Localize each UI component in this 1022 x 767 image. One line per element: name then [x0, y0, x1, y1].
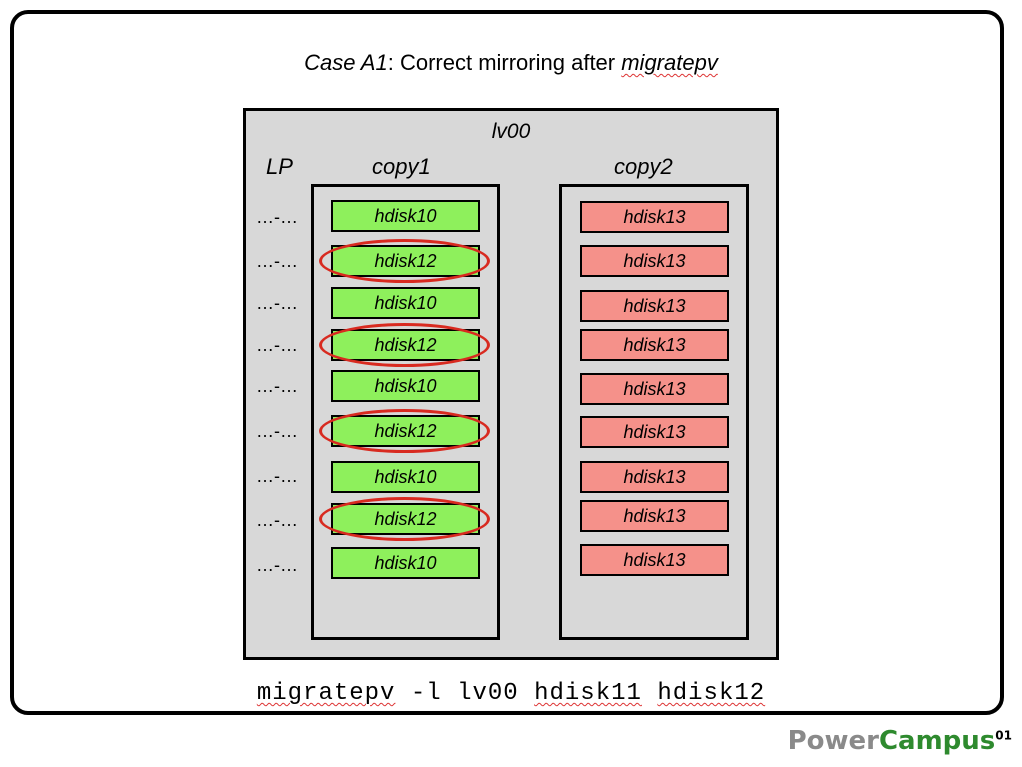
title-case: Case A1	[304, 50, 388, 75]
lv-name: lv00	[491, 120, 531, 143]
lp-header: LP	[266, 154, 293, 179]
lp-range: …-…	[256, 466, 298, 486]
command-source-disk: hdisk11	[534, 680, 642, 707]
copy2-partition: hdisk13	[580, 201, 729, 233]
copy1-header: copy1	[372, 154, 431, 179]
copy1-partition: hdisk10	[331, 461, 480, 493]
lp-range: …-…	[256, 555, 298, 575]
command-name: migratepv	[256, 680, 396, 707]
lp-range: …-…	[256, 207, 298, 227]
copy1-partition: hdisk10	[331, 547, 480, 579]
command-line: migratepv -l lv00 hdisk11 hdisk12	[0, 680, 1022, 707]
highlight-ellipse	[319, 239, 490, 283]
lp-range: …-…	[256, 510, 298, 530]
copy2-box	[559, 184, 749, 640]
copy1-partition: hdisk10	[331, 200, 480, 232]
lp-range: …-…	[256, 335, 298, 355]
powercampus-logo: PowerCampus01	[787, 726, 1012, 756]
title-text: : Correct mirroring after	[387, 50, 622, 75]
copy1-partition: hdisk10	[331, 370, 480, 402]
copy2-partition: hdisk13	[580, 500, 729, 532]
command-lv: lv00	[457, 680, 519, 707]
copy2-partition: hdisk13	[580, 544, 729, 576]
lp-range: …-…	[256, 293, 298, 313]
copy2-partition: hdisk13	[580, 290, 729, 322]
copy1-partition: hdisk10	[331, 287, 480, 319]
copy2-header: copy2	[614, 154, 673, 179]
highlight-ellipse	[319, 497, 490, 541]
slide-title: Case A1: Correct mirroring after migrate…	[0, 50, 1022, 76]
copy2-partition: hdisk13	[580, 329, 729, 361]
lp-range: …-…	[256, 376, 298, 396]
highlight-ellipse	[319, 323, 490, 367]
copy2-partition: hdisk13	[580, 461, 729, 493]
command-target-disk: hdisk12	[657, 680, 766, 707]
highlight-ellipse	[319, 409, 490, 453]
command-flag: -l	[410, 680, 442, 707]
copy2-partition: hdisk13	[580, 416, 729, 448]
copy1-box	[311, 184, 500, 640]
lp-range: …-…	[256, 251, 298, 271]
copy2-partition: hdisk13	[580, 373, 729, 405]
copy2-partition: hdisk13	[580, 245, 729, 277]
lp-range: …-…	[256, 421, 298, 441]
title-command: migratepv	[621, 50, 718, 75]
